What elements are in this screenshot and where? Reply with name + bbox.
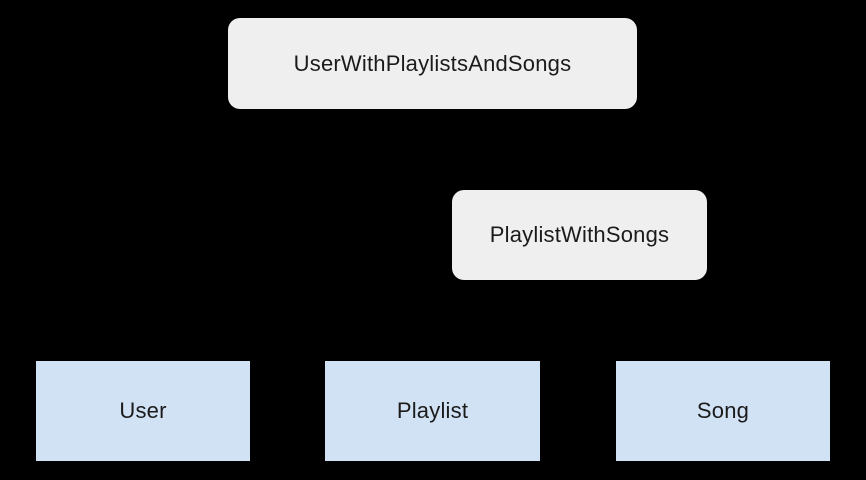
node-label: PlaylistWithSongs [489,222,670,247]
node-user-with-playlists-and-songs: UserWithPlaylistsAndSongs [228,18,637,109]
node-playlist-with-songs: PlaylistWithSongs [452,190,707,280]
node-label: User [119,398,167,423]
node-label: Playlist [396,398,469,423]
node-label: UserWithPlaylistsAndSongs [293,50,572,76]
node-label: Song [696,398,750,423]
node-playlist: Playlist [325,361,540,461]
node-song: Song [616,361,830,461]
node-user: User [36,361,250,461]
